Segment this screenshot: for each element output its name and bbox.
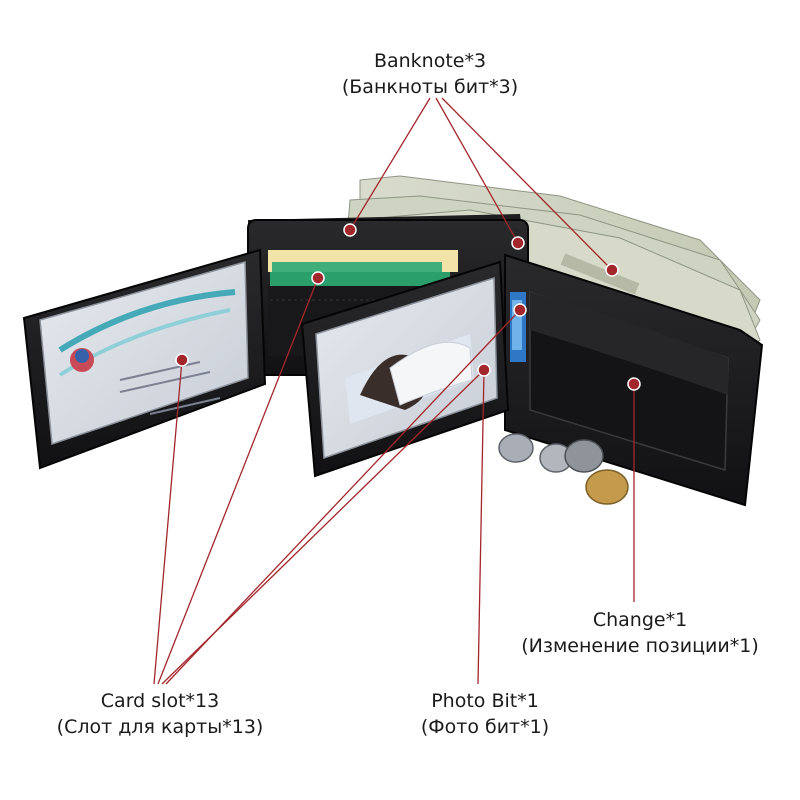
marker-dot-photo (477, 363, 491, 377)
card-slot-callout: Card slot*13 (Слот для карты*13) (30, 688, 290, 740)
marker-dot-card-1 (175, 353, 189, 367)
card-slot-label-ru: (Слот для карты*13) (56, 716, 264, 738)
marker-dot-banknote-3 (605, 263, 619, 277)
marker-dot-banknote-2 (511, 236, 525, 250)
change-label: Change*1 (592, 609, 688, 631)
marker-dot-change (627, 377, 641, 391)
coins (498, 433, 629, 505)
marker-dot-banknote-1 (343, 223, 357, 237)
photo-callout: Photo Bit*1 (Фото бит*1) (380, 688, 590, 740)
marker-dot-card-3 (513, 303, 527, 317)
leader-lines (153, 97, 635, 685)
change-callout: Change*1 (Изменение позиции*1) (500, 607, 780, 659)
banknote-callout: Banknote*3 (Банкноты бит*3) (300, 48, 560, 100)
banknote-label-ru: (Банкноты бит*3) (341, 76, 519, 98)
banknote-label: Banknote*3 (373, 50, 487, 72)
marker-dots (175, 223, 641, 391)
photo-label-ru: (Фото бит*1) (420, 716, 550, 738)
change-label-ru: (Изменение позиции*1) (521, 635, 759, 657)
photo-label: Photo Bit*1 (431, 690, 539, 712)
card-slot-label: Card slot*13 (100, 690, 220, 712)
marker-dot-card-2 (311, 271, 325, 285)
